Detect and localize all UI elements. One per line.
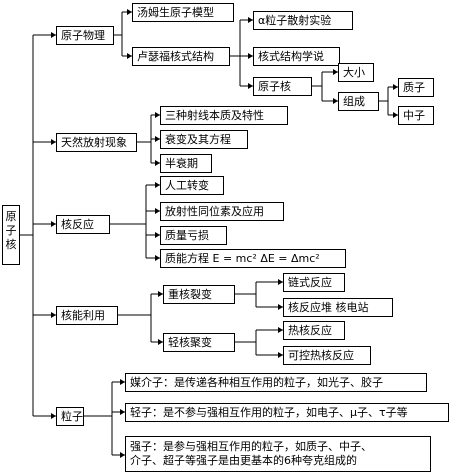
node-nuclear-reaction: 核反应	[56, 215, 110, 234]
node-size: 大小	[338, 63, 374, 82]
node-artificial-transmutation: 人工转变	[160, 176, 224, 195]
node-controlled-fusion: 可控热核反应	[283, 346, 371, 365]
node-atom-physics: 原子物理	[56, 26, 114, 45]
node-half-life: 半衰期	[160, 154, 212, 173]
node-neutron: 中子	[398, 106, 434, 125]
node-nuclear-theory: 核式结构学说	[253, 47, 340, 66]
node-chain-reaction: 链式反应	[283, 273, 345, 292]
node-mass-energy-equation: 质能方程 E = mc² ΔE = Δmc²	[160, 249, 346, 268]
node-thermonuclear: 热核反应	[283, 321, 345, 340]
node-thomson-model: 汤姆生原子模型	[132, 3, 234, 22]
node-radioactivity: 天然放射现象	[56, 133, 137, 152]
hadrons-line-2: 介子、超子等强子是由更基本的6种夸克组成的	[130, 454, 357, 467]
node-alpha-scattering: α粒子散射实验	[253, 11, 353, 30]
root-node: 原子核	[2, 205, 20, 265]
node-fusion: 轻核聚变	[163, 333, 235, 352]
node-leptons: 轻子：是不参与强相互作用的粒子，如电子、μ子、τ子等	[125, 403, 449, 422]
node-proton: 质子	[398, 78, 434, 97]
node-fission: 重核裂变	[163, 285, 235, 304]
node-radioactive-isotopes: 放射性同位素及应用	[160, 202, 284, 221]
node-decay-equation: 衰变及其方程	[160, 130, 248, 149]
node-particles: 粒子	[56, 407, 84, 426]
node-nucleus: 原子核	[253, 77, 312, 96]
node-reactor-plant: 核反应堆 核电站	[283, 298, 393, 317]
node-hadrons: 强子：是参与强相互作用的粒子，如质子、中子、 介子、超子等强子是由更基本的6种夸…	[125, 436, 431, 472]
node-three-rays: 三种射线本质及特性	[160, 106, 288, 125]
connector-arrowheads	[51, 9, 398, 458]
node-rutherford-structure: 卢瑟福核式结构	[132, 47, 230, 66]
node-mass-defect: 质量亏损	[160, 226, 227, 245]
node-nuclear-energy: 核能利用	[56, 306, 118, 325]
hadrons-line-1: 强子：是参与强相互作用的粒子，如质子、中子、	[130, 440, 372, 453]
node-composition: 组成	[338, 92, 379, 111]
node-mediators: 媒介子：是传递各种相互作用的粒子，如光子、胶子	[125, 373, 427, 392]
